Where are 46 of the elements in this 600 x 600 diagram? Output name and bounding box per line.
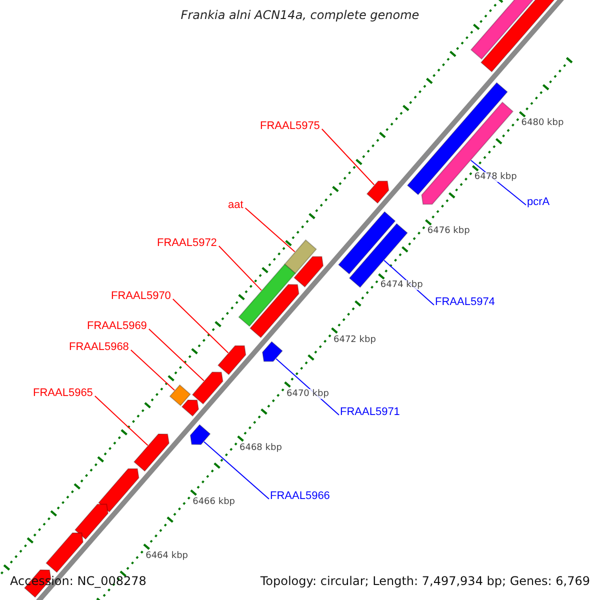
scale-label: 6470 kbp — [286, 388, 329, 398]
scale-label: 6464 kbp — [146, 550, 188, 561]
gene-label: FRAAL5966 — [270, 490, 330, 502]
gene-feature — [217, 345, 246, 376]
leader-line — [148, 328, 204, 382]
gene-bar — [238, 264, 296, 327]
gene-label: FRAAL5970 — [111, 290, 171, 302]
gene-feature — [250, 284, 300, 338]
gene-feature — [192, 372, 224, 405]
scale-label: 6466 kbp — [192, 496, 235, 507]
scale-label: 6478 kbp — [474, 172, 517, 182]
gene-feature — [46, 532, 84, 573]
gene-label: FRAAL5975 — [260, 120, 320, 132]
gene-bar — [338, 211, 396, 275]
gene-label: FRAAL5972 — [157, 237, 217, 249]
genome-info-text: Topology: circular; Length: 7,497,934 bp; Genes: 6,769 — [259, 574, 591, 588]
scale-label: 6472 kbp — [334, 334, 376, 344]
gene-label: aat — [228, 199, 244, 211]
gene-feature — [190, 424, 211, 445]
gene-feature — [133, 434, 170, 472]
scale-label: 6480 kbp — [521, 118, 564, 128]
gene-label: FRAAL5968 — [69, 341, 129, 353]
gene-feature — [366, 180, 390, 204]
gene-feature — [74, 504, 109, 540]
leader-line — [172, 298, 229, 354]
gene-feature — [294, 256, 324, 288]
gene-label: FRAAL5971 — [340, 406, 400, 418]
leader-line — [130, 350, 175, 391]
gene-feature — [181, 400, 200, 417]
gene-label: FRAAL5974 — [435, 296, 495, 308]
gene-bar — [284, 239, 317, 274]
scale-label: 6476 kbp — [427, 226, 470, 236]
leader-line — [94, 396, 148, 446]
gene-bar — [348, 223, 408, 288]
gene-label: FRAAL5965 — [33, 387, 93, 399]
map-title: Frankia alni ACN14a, complete genome — [180, 8, 420, 22]
gene-feature — [262, 341, 283, 362]
scale-label: 6468 kbp — [240, 442, 282, 453]
leader-line — [218, 246, 262, 291]
gene-feature — [98, 468, 140, 513]
leader-line — [321, 128, 375, 186]
gene-label: pcrA — [527, 196, 550, 208]
gene-label: FRAAL5969 — [87, 320, 147, 332]
leader-line — [204, 441, 270, 500]
scale-label: 6474 kbp — [380, 280, 423, 290]
leader-line — [244, 208, 296, 252]
